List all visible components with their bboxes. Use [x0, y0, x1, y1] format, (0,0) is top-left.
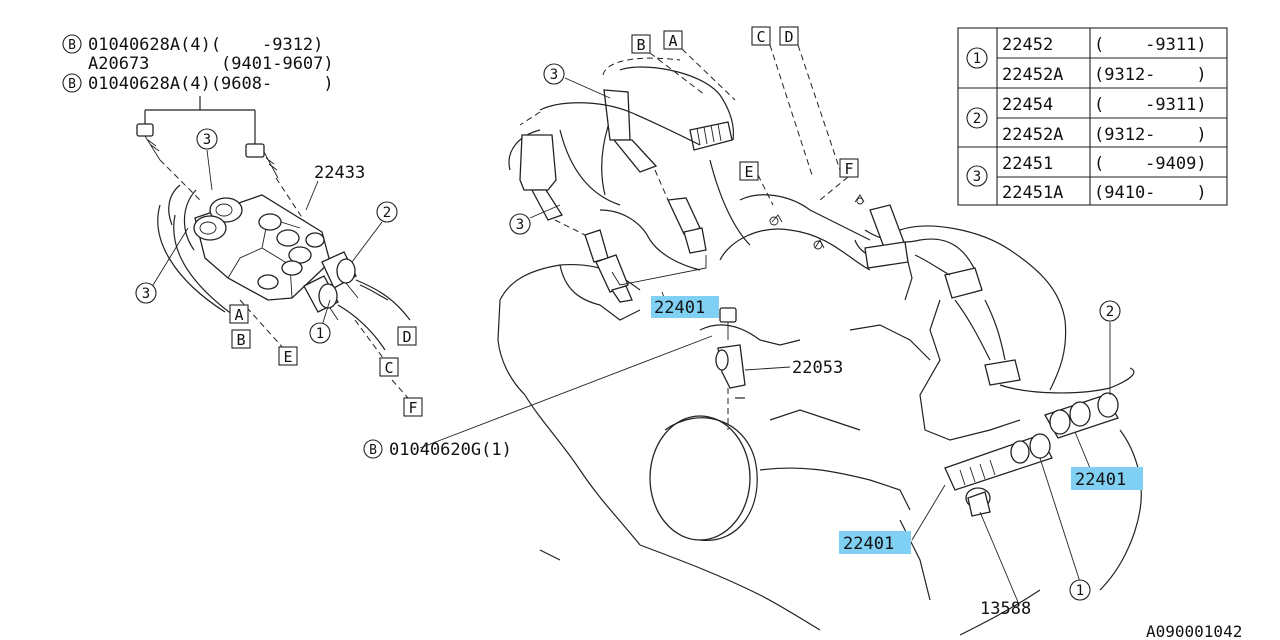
part-number-22053: 22053 [792, 358, 843, 378]
connector-label-c: C [384, 359, 393, 377]
legend-key: 2 [973, 111, 981, 127]
part-number-13588: 13588 [980, 599, 1031, 619]
legend-part: 22452A [1002, 65, 1063, 85]
left-assembly-labels: 3 3 2 1 22433 A B E D C F [135, 128, 423, 417]
connector-label-b: B [636, 36, 645, 54]
callout-2: 2 [1106, 304, 1114, 320]
bolt-left [136, 123, 161, 161]
legend-key: 1 [973, 51, 981, 67]
callout-3-icon [135, 282, 157, 304]
drawing-code: A090001042 [1146, 622, 1242, 640]
connector-label-e: E [283, 348, 292, 366]
callout-3: 3 [142, 286, 150, 302]
bolt-note-1: 01040628A(4)( -9312) [88, 35, 323, 55]
top-labels: 3 3 B A C D E F 22401 [509, 26, 859, 318]
connector-label-e: E [744, 163, 753, 181]
legend-part: 22454 [1002, 95, 1053, 115]
legend-part: 22452 [1002, 35, 1053, 55]
legend-range: (9410- ) [1094, 183, 1207, 203]
top-left-notes: B 01040628A(4)( -9312) A20673 (9401-9607… [62, 34, 334, 94]
legend-row-2: 2 22454 ( -9311) 22452A (9312- ) [966, 95, 1207, 145]
part-number-sensor-bolt: 01040620G(1) [389, 440, 512, 460]
legend-range: ( -9311) [1094, 95, 1207, 115]
part-number-22433: 22433 [314, 163, 365, 183]
ignition-coil-assembly [136, 96, 411, 399]
top-spark-plugs [519, 57, 735, 303]
engine-block [497, 119, 1142, 636]
callout-2-icon [966, 107, 988, 129]
legend-table: 1 22452 ( -9311) 22452A (9312- ) 2 22454… [957, 27, 1228, 206]
badge-letter: B [68, 77, 76, 92]
part-number-22401-right: 22401 [1075, 470, 1126, 490]
legend-row-3: 3 22451 ( -9409) 22451A (9410- ) [966, 154, 1207, 203]
callout-3: 3 [516, 217, 524, 233]
callout-1: 1 [1076, 583, 1084, 599]
connector-label-c: C [756, 28, 765, 46]
callout-3: 3 [203, 132, 211, 148]
legend-part: 22451 [1002, 154, 1053, 174]
connector-label-d: D [784, 28, 793, 46]
crank-pulley [649, 415, 751, 541]
callout-2: 2 [383, 205, 391, 221]
connector-label-d: D [402, 328, 411, 346]
bolt-note-2: A20673 (9401-9607) [88, 54, 334, 74]
callout-2-icon [1099, 300, 1121, 322]
coil-boot-1 [303, 275, 339, 321]
connector-label-f: F [844, 160, 853, 178]
badge-b-icon [363, 439, 383, 459]
callout-1: 1 [316, 326, 324, 342]
callout-2-icon [376, 201, 398, 223]
highlight-box [651, 296, 719, 318]
callout-3-icon [966, 165, 988, 187]
part-number-22401-bottom: 22401 [843, 534, 894, 554]
legend-range: ( -9409) [1094, 154, 1207, 174]
connector-label-a: A [668, 32, 677, 50]
right-labels: 2 1 22401 22401 13588 A090001042 [839, 300, 1242, 640]
badge-b-icon [62, 34, 82, 54]
legend-part: 22452A [1002, 125, 1063, 145]
callout-1-icon [309, 322, 331, 344]
callout-3-icon [509, 213, 531, 235]
badge-b-icon [62, 73, 82, 93]
legend-range: (9312- ) [1094, 65, 1207, 85]
crank-sensor: 22053 B 01040620G(1) [363, 307, 843, 460]
legend-row-1: 1 22452 ( -9311) 22452A (9312- ) [966, 35, 1207, 85]
badge-letter: B [369, 443, 377, 458]
callout-3-icon [543, 63, 565, 85]
connector-label-f: F [408, 399, 417, 417]
highlight-box [1071, 467, 1143, 490]
bolt-note-3: 01040628A(4)(9608- ) [88, 74, 334, 94]
connector-label-a: A [234, 306, 243, 324]
sensor-bolt-head [719, 307, 737, 323]
badge-letter: B [68, 38, 76, 53]
legend-range: (9312- ) [1094, 125, 1207, 145]
callout-3: 3 [550, 67, 558, 83]
part-number-22401-top: 22401 [654, 298, 705, 318]
connector-label-b: B [236, 331, 245, 349]
legend-range: ( -9311) [1094, 35, 1207, 55]
bolt-right [245, 143, 279, 179]
right-harness [854, 204, 1135, 603]
legend-part: 22451A [1002, 183, 1063, 203]
callout-3-icon [196, 128, 218, 150]
highlight-box [839, 531, 911, 554]
legend-key: 3 [973, 169, 981, 185]
callout-1-icon [966, 47, 988, 69]
callout-1-icon [1069, 579, 1091, 601]
coil-boot-2 [321, 251, 359, 299]
